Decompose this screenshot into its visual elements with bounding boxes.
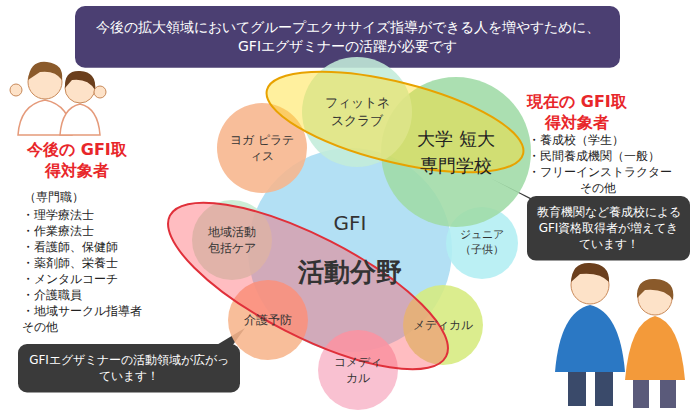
node-text: フィットネスクラブ (321, 94, 393, 129)
list-item: その他 (22, 320, 58, 336)
node-text: GFI (275, 210, 425, 237)
list-item: ・薬剤師、栄養士 (22, 256, 118, 272)
list-item: ・理学療法士 (22, 208, 94, 224)
list-item: ・フリーインストラクター (528, 165, 672, 181)
node-text: 大学 短大 専門学校 (416, 125, 496, 179)
box-shape (18, 344, 240, 392)
node-text: 介護予防 (233, 312, 303, 328)
node-text: メディカル (408, 317, 478, 333)
list-item: ・看護師、保健師 (22, 240, 118, 256)
callout-box: GFIエグザミナーの活動領域が広がっています！ (18, 344, 240, 392)
list-item: ・作業療法士 (22, 224, 94, 240)
node-text: GFIエグザミナーの活動領域が広がっています！ (26, 352, 232, 384)
node-text: ジュニア （子供） (451, 228, 513, 258)
node-text: ヨガ ピラティス (227, 132, 297, 164)
node-text: 活動分野 (275, 255, 425, 290)
list-item: ・介護職員 (22, 288, 82, 304)
group-heading: 今後の GFI取得対象者 (22, 140, 132, 182)
list-item: ・メンタルコーチ (22, 272, 118, 288)
list-item: その他 (580, 181, 616, 197)
list-item: ・地域サークル指導者 (22, 304, 142, 320)
list-item: ・養成校（学生） (528, 133, 624, 149)
overlay-ellipse (147, 171, 469, 401)
callout-box: 教育機関など養成校によるGFI資格取得者が増えてきています！ (527, 196, 690, 261)
list-item: ・民間養成機関（一般） (528, 149, 660, 165)
people-figure (555, 263, 685, 408)
node-text: コメディカル (332, 354, 384, 386)
overlay-ellipse (257, 51, 533, 192)
node-text: 教育機関など養成校によるGFI資格取得者が増えてきています！ (535, 204, 682, 253)
people-figure (10, 62, 106, 135)
group-heading: 現在の GFI取得対象者 (522, 92, 632, 134)
node-text: 今後の拡大領域においてグループエクササイズ指導ができる人を増やすために、GFIエ… (87, 18, 608, 56)
list-item: （専門職） (24, 190, 84, 206)
node-text: 地域活動 包括ケア (202, 224, 262, 256)
